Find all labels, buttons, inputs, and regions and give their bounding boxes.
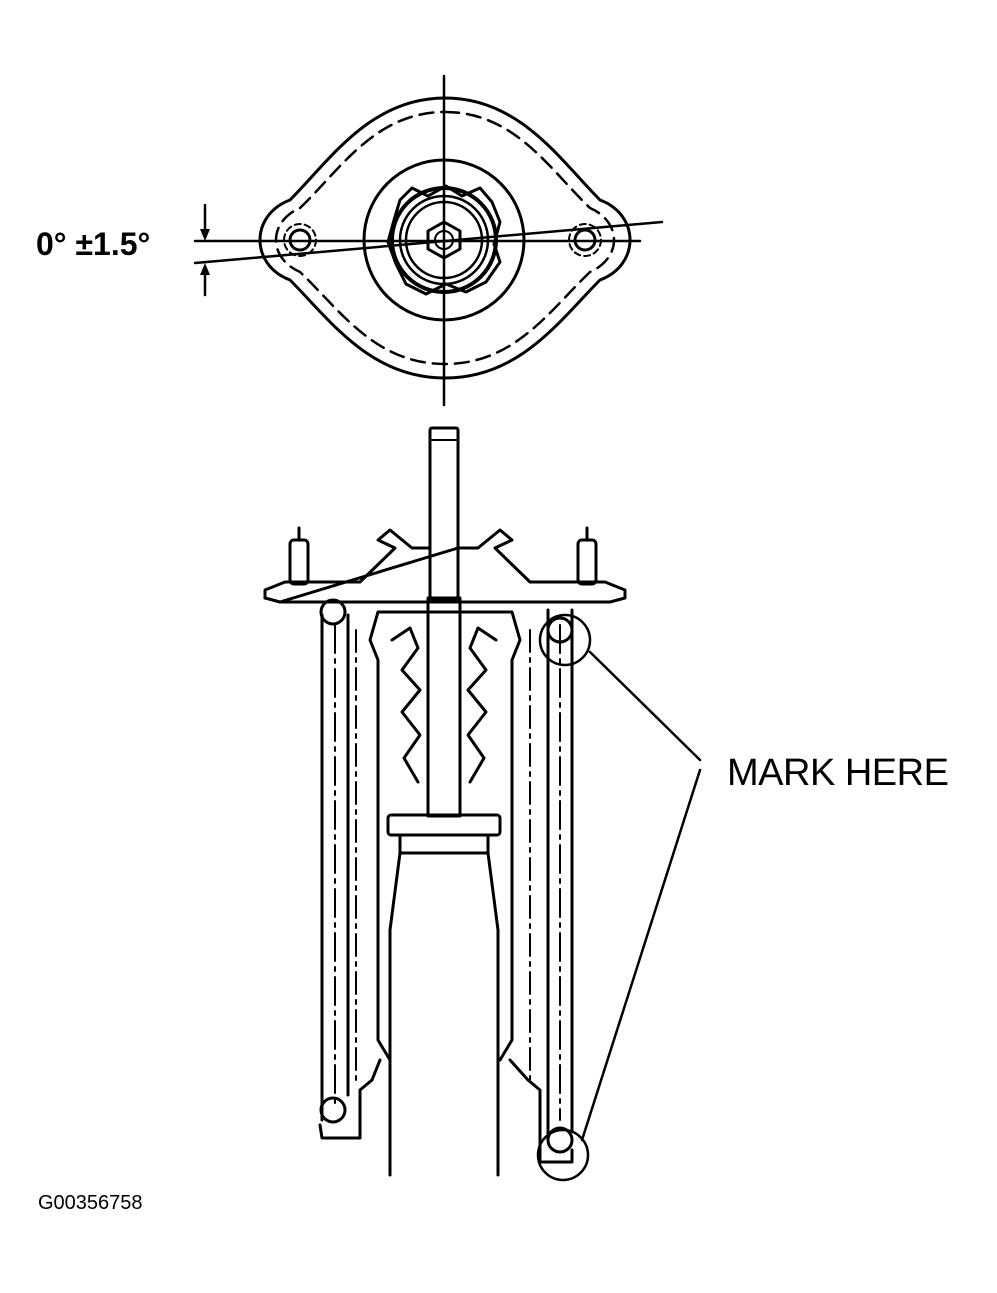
mark-here-label: MARK HERE (727, 752, 949, 794)
mount-plate-top-view (193, 74, 664, 407)
angle-tolerance-label: 0° ±1.5° (36, 226, 151, 262)
strut-assembly-side-view (263, 426, 702, 1182)
figure-code-label: G00356758 (38, 1192, 143, 1214)
